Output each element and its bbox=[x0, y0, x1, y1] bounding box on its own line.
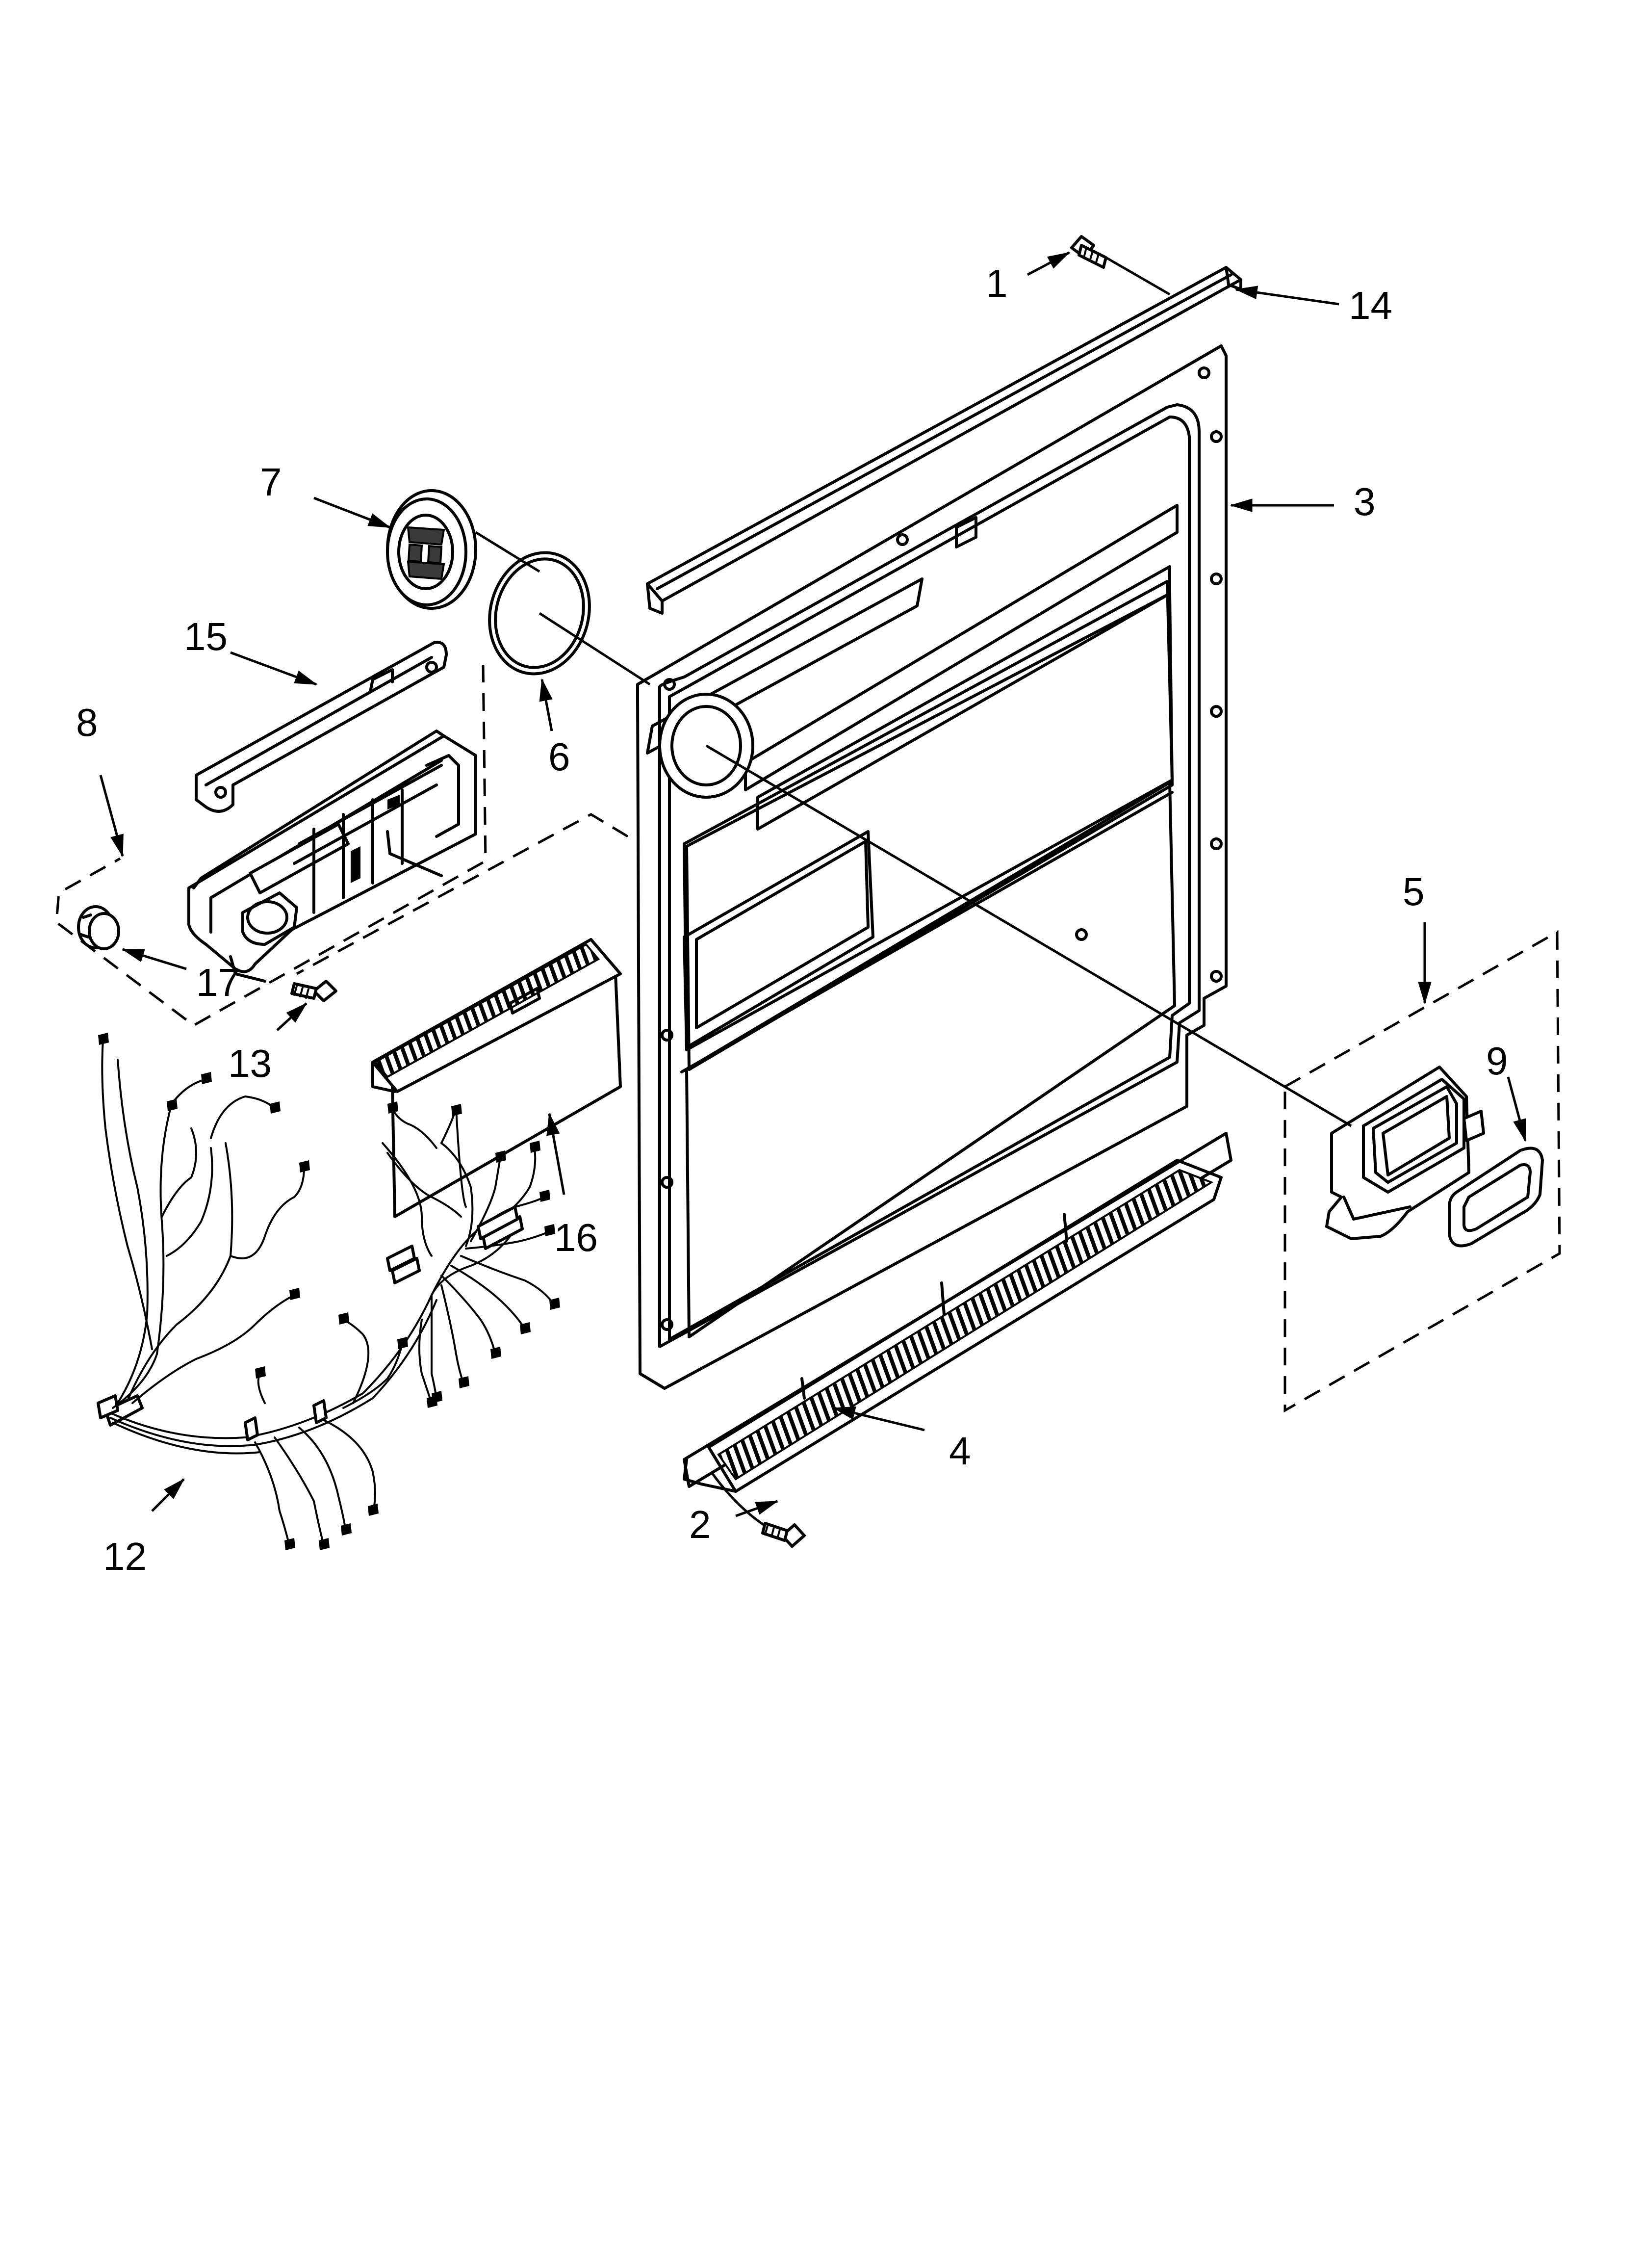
callout-1: 1 bbox=[986, 261, 1008, 305]
screw-top bbox=[1070, 235, 1107, 269]
bottom-trim-strip bbox=[683, 1132, 1232, 1493]
dispenser-assembly bbox=[55, 664, 629, 1027]
arrow-6 bbox=[539, 678, 553, 731]
dispenser-cap bbox=[386, 489, 477, 610]
callout-3: 3 bbox=[1354, 480, 1376, 523]
screw-dispenser bbox=[290, 980, 337, 1002]
callout-14: 14 bbox=[1349, 284, 1392, 327]
arrow-1 bbox=[1026, 251, 1071, 276]
dispenser-bracket bbox=[195, 641, 448, 813]
vent-assembly bbox=[1283, 930, 1561, 1413]
callout-4: 4 bbox=[949, 1429, 971, 1473]
leader-lines bbox=[475, 256, 1352, 1127]
arrow-8 bbox=[99, 775, 124, 858]
callout-15: 15 bbox=[184, 615, 228, 658]
callout-7: 7 bbox=[260, 460, 282, 504]
callout-9: 9 bbox=[1486, 1039, 1508, 1083]
arrow-17 bbox=[121, 948, 187, 970]
callout-13: 13 bbox=[228, 1042, 272, 1085]
callout-2: 2 bbox=[689, 1503, 711, 1546]
screw-bottom bbox=[710, 1471, 806, 1548]
callout-16: 16 bbox=[554, 1216, 598, 1259]
arrow-16 bbox=[546, 1112, 565, 1195]
arrow-9 bbox=[1507, 1076, 1527, 1142]
dispenser-knob bbox=[77, 905, 120, 950]
callout-5: 5 bbox=[1403, 870, 1425, 913]
callout-8: 8 bbox=[76, 701, 98, 744]
arrow-2b bbox=[735, 1500, 779, 1517]
arrow-12 bbox=[151, 1478, 185, 1512]
arrow-15 bbox=[230, 651, 318, 686]
arrow-14 bbox=[1234, 286, 1339, 306]
arrow-13 bbox=[276, 1002, 308, 1031]
top-trim-strip bbox=[646, 266, 1242, 615]
inner-door-panel bbox=[636, 344, 1228, 1390]
arrow-7 bbox=[313, 496, 391, 529]
callout-labels: 1 14 3 7 15 6 8 17 13 16 5 9 4 2 12 bbox=[76, 261, 1508, 1578]
callout-12: 12 bbox=[103, 1535, 147, 1578]
arrow-4 bbox=[832, 1406, 925, 1432]
vent-seal bbox=[1448, 1147, 1544, 1248]
gasket-ring bbox=[488, 551, 591, 676]
callout-arrows bbox=[99, 251, 1527, 1517]
callout-17: 17 bbox=[196, 961, 240, 1004]
wire-harness bbox=[97, 1033, 560, 1550]
callout-6: 6 bbox=[548, 735, 570, 779]
vent-panel bbox=[371, 938, 622, 1218]
